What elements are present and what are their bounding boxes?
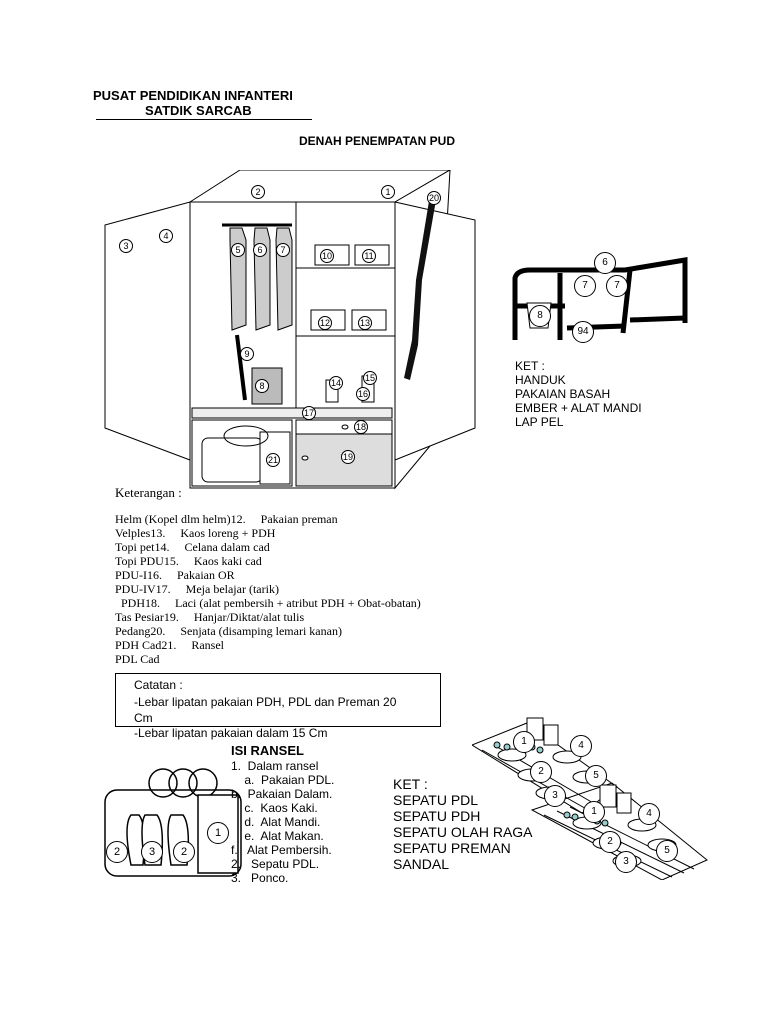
ransel-item: 2. Sepatu PDL. [231, 857, 320, 871]
legend-line: PDH Cad21. Ransel [115, 638, 224, 652]
legend-line: Tas Pesiar19. Hanjar/Diktat/alat tulis [115, 610, 305, 624]
cabinet-marker-20: 20 [427, 191, 441, 205]
legend-line: Topi pet14. Celana dalam cad [115, 540, 270, 554]
rack-legend-item: LAP PEL [515, 415, 564, 429]
cabinet-marker-12: 12 [318, 316, 332, 330]
shoe-marker-bottom-2: 2 [599, 831, 621, 853]
catatan-line: -Lebar lipatan pakaian dalam 15 Cm [134, 726, 328, 740]
shoe-marker-top-1: 1 [513, 731, 535, 753]
legend-line: PDH18. Laci (alat pembersih + atribut PD… [115, 596, 421, 610]
cabinet-marker-2: 2 [251, 185, 265, 199]
ransel-list: 1. Dalam ransel a. Pakaian PDL. b. Pakai… [231, 759, 334, 885]
legend-line: PDU-I16. Pakaian OR [115, 568, 235, 582]
org-name: PUSAT PENDIDIKAN INFANTERI [93, 88, 293, 103]
shoe-legend-item: SEPATU PDH [393, 808, 481, 824]
ransel-item: a. Pakaian PDL. [231, 773, 335, 787]
shoe-legend-item: SEPATU PREMAN [393, 840, 511, 856]
shoe-marker-bottom-3: 3 [615, 851, 637, 873]
shoe-marker-top-2: 2 [530, 761, 552, 783]
legend-list: Helm (Kopel dlm helm)12. Pakaian preman … [115, 512, 421, 666]
cabinet-marker-10: 10 [320, 249, 334, 263]
shoe-marker-bottom-5: 5 [656, 840, 678, 862]
cabinet-marker-5: 5 [231, 243, 245, 257]
shoe-marker-bottom-1: 1 [583, 801, 605, 823]
ransel-marker-1: 1 [207, 822, 229, 844]
ransel-item: f. Alat Pembersih. [231, 843, 332, 857]
legend-line: Topi PDU15. Kaos kaki cad [115, 554, 262, 568]
cabinet-marker-1: 1 [381, 185, 395, 199]
rack-marker-6: 6 [594, 252, 616, 274]
cabinet-marker-14: 14 [329, 376, 343, 390]
ransel-marker-3: 3 [141, 841, 163, 863]
shoe-marker-top-4: 4 [570, 735, 592, 757]
ransel-title: ISI RANSEL [231, 743, 304, 758]
page-title: DENAH PENEMPATAN PUD [299, 134, 456, 148]
ransel-item: d. Alat Mandi. [231, 815, 321, 829]
cabinet-marker-4: 4 [159, 229, 173, 243]
shoe-marker-top-3: 3 [544, 785, 566, 807]
cabinet-marker-9: 9 [240, 347, 254, 361]
rack-marker-8: 8 [529, 305, 551, 327]
legend-line: PDU-IV17. Meja belajar (tarik) [115, 582, 279, 596]
shoe-legend-item: SEPATU PDL [393, 792, 479, 808]
catatan-line: Cm [134, 711, 153, 725]
cabinet-marker-17: 17 [302, 406, 316, 420]
cabinet-marker-8: 8 [255, 379, 269, 393]
catatan-title: Catatan : [134, 678, 183, 692]
cabinet-marker-18: 18 [354, 420, 368, 434]
catatan-box [115, 673, 441, 727]
legend-line: Helm (Kopel dlm helm)12. Pakaian preman [115, 512, 338, 526]
shoe-marker-bottom-4: 4 [638, 803, 660, 825]
shoe-legend: KET : SEPATU PDL SEPATU PDH SEPATU OLAH … [393, 776, 533, 872]
rack-legend-item: PAKAIAN BASAH [515, 387, 611, 401]
legend-line: Pedang20. Senjata (disamping lemari kana… [115, 624, 342, 638]
shoe-marker-top-5: 5 [585, 765, 607, 787]
ransel-item: 3. Ponco. [231, 871, 289, 885]
shoe-legend-item: SANDAL [393, 856, 450, 872]
legend-line: PDL Cad [115, 652, 160, 666]
catatan-line: -Lebar lipatan pakaian PDH, PDL dan Prem… [134, 695, 397, 709]
ransel-item: c. Kaos Kaki. [231, 801, 318, 815]
cabinet-diagram [104, 170, 476, 490]
ransel-item: b. Pakaian Dalam. [231, 787, 333, 801]
cabinet-marker-21: 21 [266, 453, 280, 467]
ransel-marker-2: 2 [106, 841, 128, 863]
cabinet-marker-11: 11 [362, 249, 376, 263]
cabinet-marker-13: 13 [358, 316, 372, 330]
ransel-item: e. Alat Makan. [231, 829, 324, 843]
ransel-item: 1. Dalam ransel [231, 759, 319, 773]
cabinet-marker-7: 7 [276, 243, 290, 257]
rack-marker-94: 94 [572, 321, 594, 343]
cabinet-marker-19: 19 [341, 450, 355, 464]
ransel-marker-2: 2 [173, 841, 195, 863]
rack-legend: KET : HANDUK PAKAIAN BASAH EMBER + ALAT … [515, 359, 642, 429]
header-underline [96, 119, 312, 120]
cabinet-marker-16: 16 [356, 387, 370, 401]
shoe-legend-title: KET : [393, 776, 428, 792]
legend-title: Keterangan : [115, 485, 182, 500]
cabinet-marker-15: 15 [363, 371, 377, 385]
unit-name: SATDIK SARCAB [145, 103, 252, 118]
rack-marker-7: 7 [606, 275, 628, 297]
rack-legend-item: EMBER + ALAT MANDI [515, 401, 642, 415]
rack-legend-item: HANDUK [515, 373, 566, 387]
legend-line: Velples13. Kaos loreng + PDH [115, 526, 276, 540]
rack-legend-title: KET : [515, 359, 545, 373]
cabinet-marker-6: 6 [253, 243, 267, 257]
cabinet-marker-3: 3 [119, 239, 133, 253]
rack-marker-7: 7 [574, 275, 596, 297]
shoe-legend-item: SEPATU OLAH RAGA [393, 824, 533, 840]
